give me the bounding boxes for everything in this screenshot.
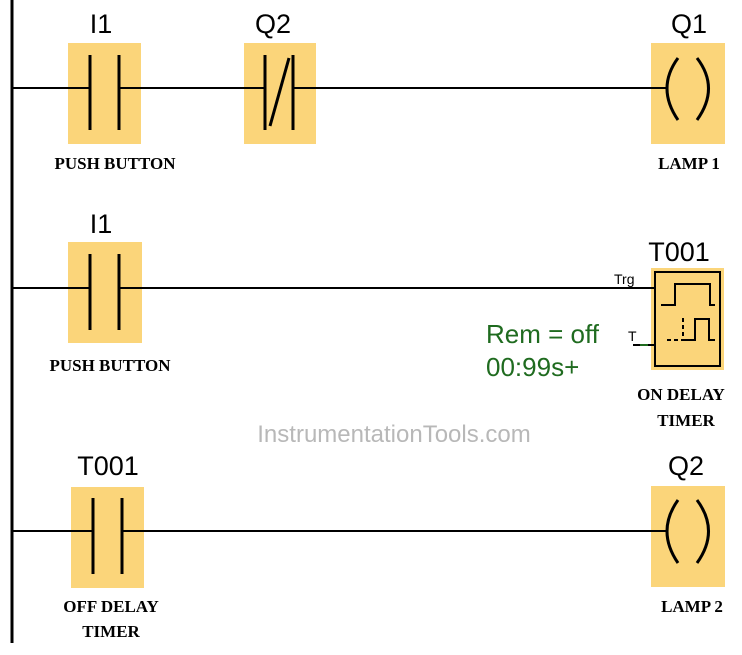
coil-arc-right [695,57,710,121]
coil-pad [651,486,725,587]
coil-arc-left [665,57,680,121]
contact-tag: I1 [90,209,113,239]
timer-caption-line2: TIMER [657,411,715,430]
rung-3-contact-t001[interactable] [71,487,144,588]
contact-caption: PUSH BUTTON [54,154,176,173]
coil-arc-right [695,499,710,564]
rung-2: I1 PUSH BUTTON T001 Trg T Rem = off 00:9… [12,209,725,430]
coil-arc-left [665,499,680,564]
timer-caption-line1: ON DELAY [637,385,725,404]
contact-tag: I1 [90,9,113,39]
trigger-pulse-icon [661,283,715,306]
normally-closed-slash [268,57,291,127]
timer-trg-label: Trg [614,271,634,287]
rung-1-coil-q1[interactable] [651,43,725,144]
rung-2-contact-i1[interactable] [68,242,142,343]
timer-tag: T001 [648,237,710,267]
timer-frame [654,271,721,367]
rung-2-timer-t001[interactable] [633,268,724,370]
contact-pad [68,242,142,343]
coil-caption: LAMP 2 [661,597,723,616]
rung-3-coil-q2[interactable] [651,486,725,587]
coil-pad [651,43,725,144]
rung-1-contact-i1[interactable] [68,43,141,144]
contact-pad [68,43,141,144]
coil-tag: Q1 [671,9,707,39]
watermark: InstrumentationTools.com [257,421,530,448]
timer-t-label: T [628,328,637,344]
coil-tag: Q2 [668,451,704,481]
contact-caption-line1: OFF DELAY [63,597,159,616]
timer-param-time: 00:99s+ [486,352,579,382]
contact-caption-line2: TIMER [82,622,140,641]
contact-pad [71,487,144,588]
contact-tag: Q2 [255,9,291,39]
rung-1: I1 PUSH BUTTON Q2 Q1 LAMP 1 [12,9,725,173]
delayed-output-icon [683,318,715,341]
rung-3: T001 OFF DELAY TIMER Q2 LAMP 2 [12,451,725,641]
contact-caption: PUSH BUTTON [49,356,171,375]
coil-caption: LAMP 1 [658,154,720,173]
rung-1-contact-q2[interactable] [244,43,316,144]
timer-param-remanence: Rem = off [486,319,600,349]
contact-tag: T001 [77,451,139,481]
